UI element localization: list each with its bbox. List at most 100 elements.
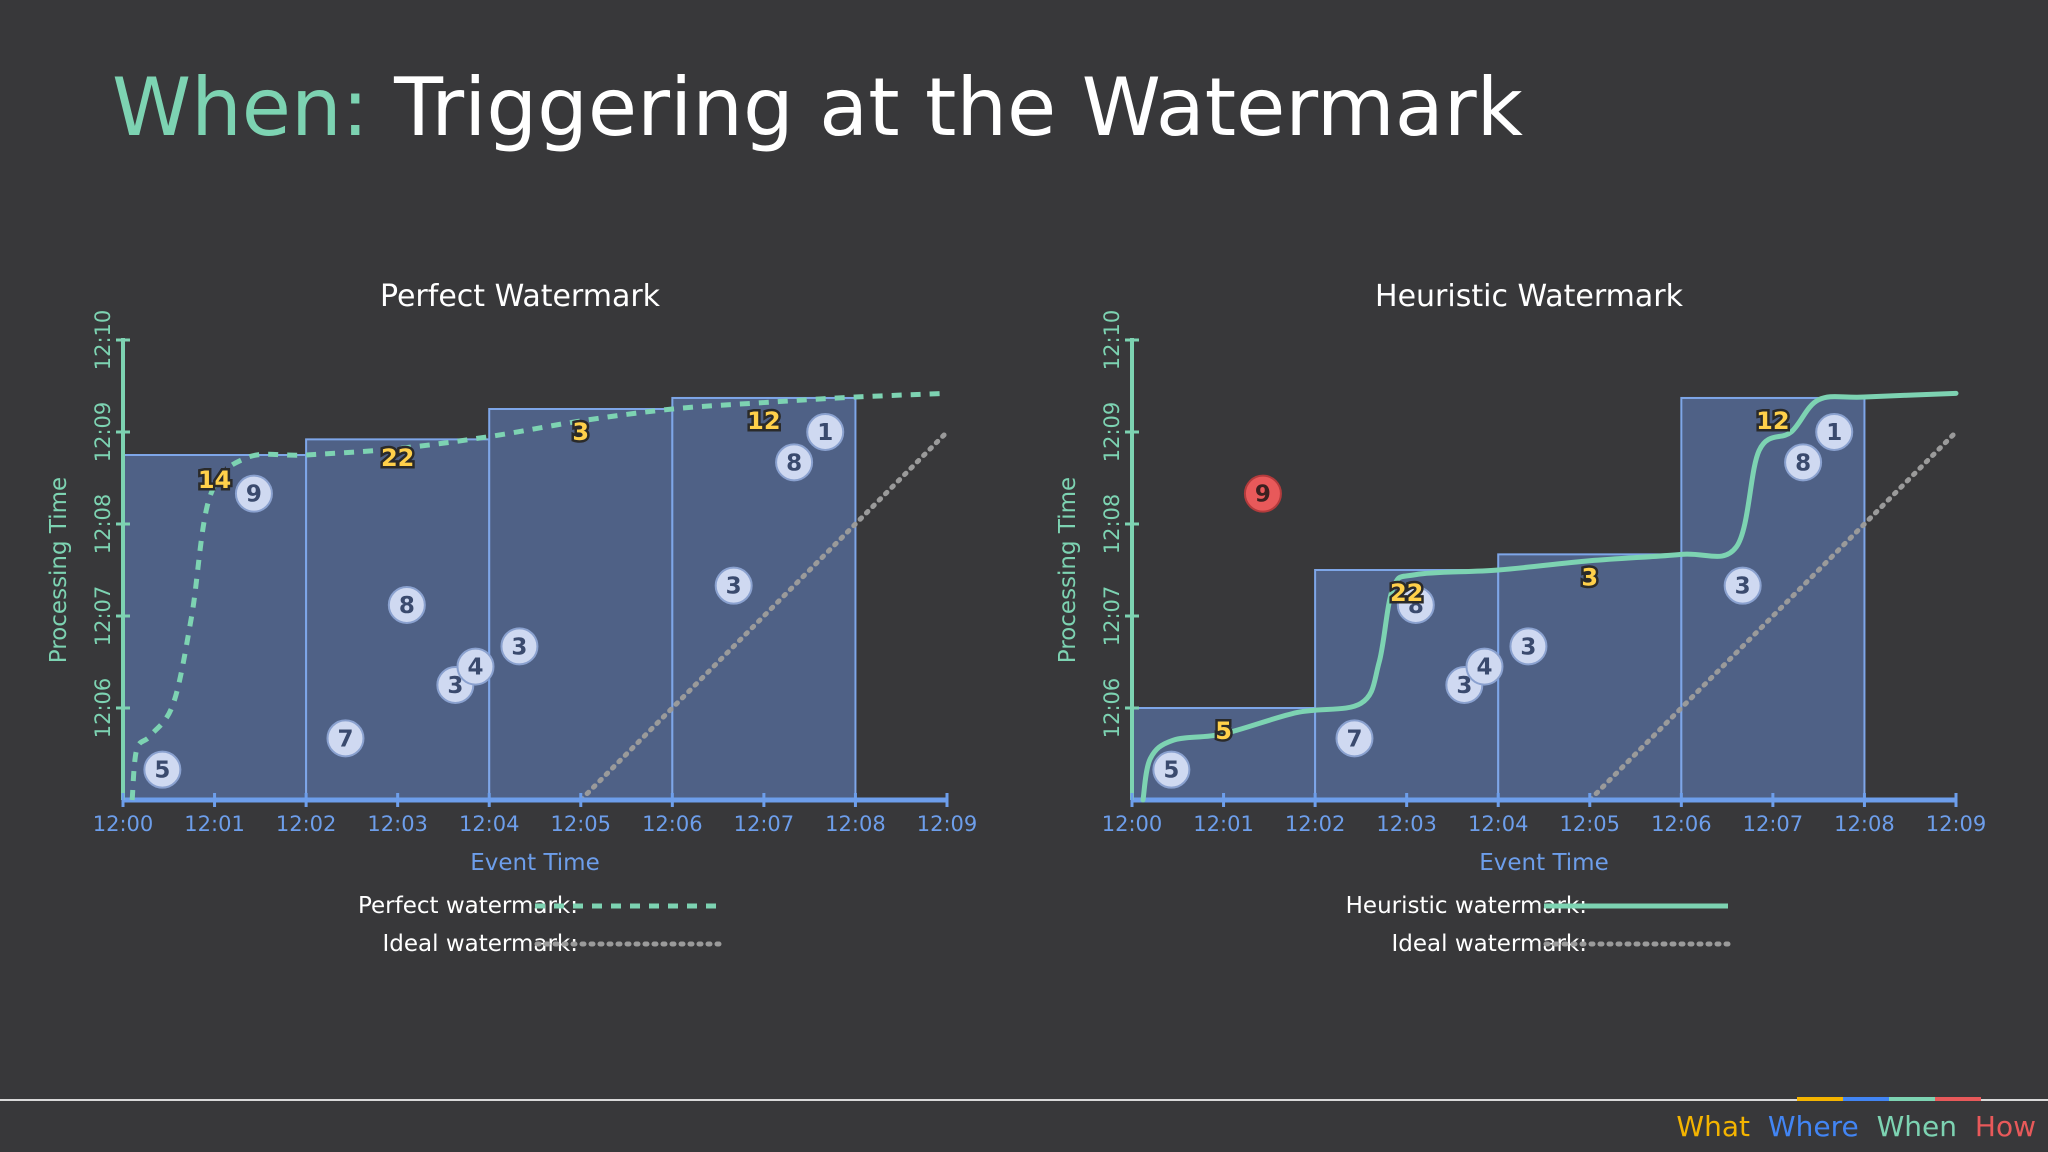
data-point-label-0-6: 3	[511, 634, 527, 660]
data-point-label-0-4: 3	[447, 673, 463, 699]
pane-sum-1-0: 5	[1215, 717, 1232, 745]
data-point-label-1-8: 1	[1826, 420, 1842, 446]
x-tick-label-1-0: 12:00	[1102, 812, 1163, 836]
x-tick-label-1-3: 12:03	[1376, 812, 1437, 836]
y-tick-label-0-0: 12:06	[91, 678, 115, 739]
data-point-label-1-6: 3	[1735, 574, 1751, 600]
slide-title: When: Triggering at the Watermark	[112, 58, 1523, 158]
watermark-curve-0	[129, 390, 948, 801]
x-tick-label-0-8: 12:08	[825, 812, 886, 836]
x-tick-label-1-9: 12:09	[1926, 812, 1987, 836]
data-point-label-1-3: 3	[1456, 673, 1472, 699]
x-tick-label-1-2: 12:02	[1285, 812, 1346, 836]
pane-1-3	[1680, 396, 1866, 801]
x-tick-label-0-1: 12:01	[184, 812, 245, 836]
chart-title-1: Heuristic Watermark	[1375, 279, 1684, 314]
y-tick-label-1-0: 12:06	[1100, 678, 1124, 739]
data-point-0-3	[387, 585, 426, 624]
data-point-label-0-2: 7	[337, 726, 353, 752]
x-tick-label-0-2: 12:02	[276, 812, 337, 836]
x-tick-label-1-1: 12:01	[1193, 812, 1254, 836]
pane-0-2	[488, 408, 674, 801]
chart-title-0: Perfect Watermark	[380, 279, 661, 314]
data-point-0-1	[234, 474, 273, 513]
footer-nav: What Where When How	[1676, 1110, 2036, 1143]
data-point-label-0-7: 3	[726, 574, 742, 600]
x-tick-label-0-9: 12:09	[917, 812, 978, 836]
data-point-label-0-1: 9	[246, 482, 262, 508]
footer-accent-where	[1843, 1097, 1889, 1101]
x-tick-label-1-6: 12:06	[1651, 812, 1712, 836]
data-point-label-1-5: 3	[1520, 634, 1536, 660]
y-tick-label-1-3: 12:09	[1100, 402, 1124, 463]
data-point-label-0-8: 8	[786, 450, 802, 476]
pane-sum-0-3: 12	[747, 407, 780, 435]
chart-1: 12:00 12:01 12:02 12:03 12:04 12:05 12:06 12:07…	[1055, 279, 1986, 957]
x-tick-label-0-0: 12:00	[93, 812, 154, 836]
x-tick-label-1-5: 12:05	[1560, 812, 1621, 836]
footer-accent-when	[1889, 1097, 1935, 1101]
x-tick-label-1-7: 12:07	[1743, 812, 1804, 836]
y-tick-label-1-2: 12:08	[1100, 494, 1124, 555]
x-axis-title-0: Event Time	[470, 850, 600, 876]
title-main: Triggering at the Watermark	[394, 61, 1523, 154]
y-tick-label-0-2: 12:08	[91, 494, 115, 555]
data-point-label-1-1: 7	[1346, 726, 1362, 752]
x-tick-label-1-8: 12:08	[1834, 812, 1895, 836]
data-point-label-1-7: 8	[1795, 450, 1811, 476]
x-tick-label-0-5: 12:05	[551, 812, 612, 836]
data-point-0-6	[500, 627, 539, 666]
data-point-1-1	[1335, 719, 1374, 758]
data-point-label-1-2: 8	[1408, 593, 1424, 619]
x-tick-label-0-6: 12:06	[642, 812, 703, 836]
x-axis-title-1: Event Time	[1479, 850, 1609, 876]
data-point-label-1-4: 4	[1476, 655, 1492, 681]
watermark-curve-1	[1140, 390, 1959, 803]
y-axis-title-0: Processing Time	[46, 477, 72, 663]
y-tick-label-0-4: 12:10	[91, 310, 115, 371]
pane-sum-0-2: 3	[572, 418, 589, 446]
pane-sum-1-1: 22	[1390, 579, 1423, 607]
x-tick-label-0-4: 12:04	[459, 812, 520, 836]
ideal-watermark-line-0	[578, 429, 950, 803]
ideal-watermark-line-1	[1587, 429, 1959, 803]
late-point-1-0	[1243, 474, 1282, 513]
title-prefix: When:	[112, 61, 369, 154]
data-point-1-2	[1396, 585, 1435, 624]
pane-sum-1-3: 12	[1756, 407, 1789, 435]
data-point-label-1-0: 5	[1163, 758, 1179, 784]
data-point-0-7	[714, 566, 753, 605]
pane-sum-1-2: 3	[1581, 563, 1598, 591]
data-point-1-7	[1784, 443, 1823, 482]
late-point-label-1-0: 9	[1255, 482, 1271, 508]
data-point-0-0	[143, 750, 182, 789]
data-point-0-9	[806, 413, 845, 451]
footer-nav-when[interactable]: When	[1876, 1110, 1957, 1143]
footer-accent-what	[1797, 1097, 1843, 1101]
y-tick-label-0-3: 12:09	[91, 402, 115, 463]
data-point-1-4	[1465, 647, 1504, 686]
data-point-label-0-5: 4	[467, 655, 483, 681]
y-tick-label-1-1: 12:07	[1100, 586, 1124, 647]
footer-nav-where[interactable]: Where	[1767, 1110, 1859, 1143]
data-point-1-0	[1152, 750, 1191, 789]
data-point-0-5	[456, 647, 495, 686]
footer-nav-what[interactable]: What	[1676, 1110, 1750, 1143]
data-point-0-2	[326, 719, 365, 758]
data-point-0-8	[775, 443, 814, 482]
footer-accent-how	[1935, 1097, 1981, 1101]
pane-0-0	[122, 454, 308, 801]
y-tick-label-1-4: 12:10	[1100, 310, 1124, 371]
x-tick-label-1-4: 12:04	[1468, 812, 1529, 836]
y-tick-label-0-1: 12:07	[91, 586, 115, 647]
footer-nav-how[interactable]: How	[1974, 1110, 2036, 1143]
data-point-label-0-9: 1	[817, 420, 833, 446]
data-point-label-0-3: 8	[399, 593, 415, 619]
x-tick-label-0-7: 12:07	[734, 812, 795, 836]
pane-1-2	[1497, 553, 1683, 801]
data-point-label-0-0: 5	[154, 758, 170, 784]
footer-divider	[0, 1099, 2048, 1101]
pane-0-3	[671, 396, 857, 801]
